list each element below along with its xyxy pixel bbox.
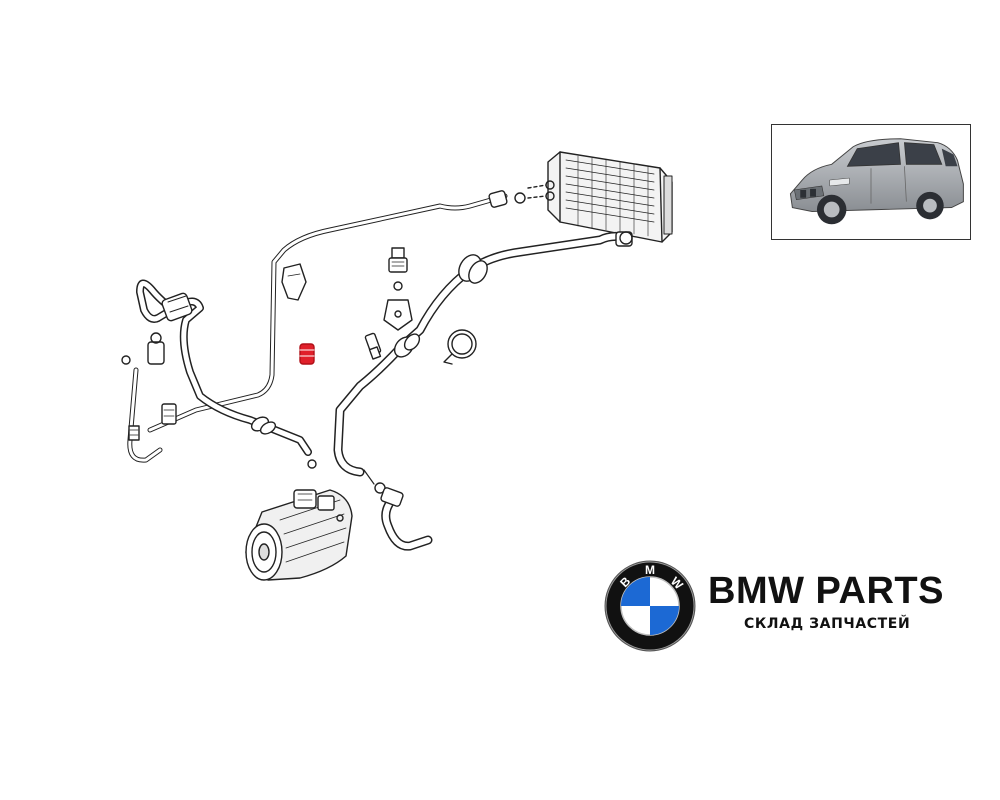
vehicle-suv-icon <box>789 138 964 225</box>
brand-subtitle: СКЛАД ЗАПЧАСТЕЙ <box>744 616 911 632</box>
vehicle-thumbnail <box>771 124 971 240</box>
logo-letter-m: M <box>645 563 655 577</box>
pressure-switch <box>383 247 413 331</box>
bmw-logo-icon: B M W <box>604 560 696 652</box>
brand-block: B M W BMW PARTS СКЛАД ЗАПЧАСТЕЙ <box>604 560 964 660</box>
lower-suction-hose <box>363 469 433 551</box>
service-valve <box>364 332 382 360</box>
upper-refrigerant-pipe <box>147 190 526 433</box>
highlighted-part <box>299 343 315 365</box>
left-hose-assembly <box>136 279 317 469</box>
hose-clamp <box>443 329 477 365</box>
brand-title: BMW PARTS <box>708 570 944 612</box>
evaporator-unit <box>527 151 673 243</box>
suction-hose <box>333 231 633 477</box>
left-vertical-pipe <box>121 332 177 463</box>
ac-compressor <box>245 489 353 581</box>
pipe-bracket <box>281 263 307 301</box>
